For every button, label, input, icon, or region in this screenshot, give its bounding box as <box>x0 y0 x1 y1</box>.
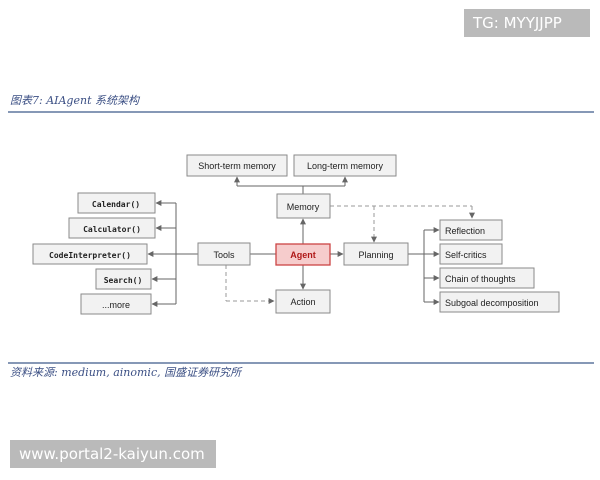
tool-calendar: Calendar() <box>77 192 156 214</box>
watermark-bottom: www.portal2-kaiyun.com <box>10 440 216 468</box>
figure-title: 图表7: AIAgent 系统架构 <box>10 94 141 107</box>
nodes: Short-term memory Long-term memory Memor… <box>32 154 560 315</box>
node-planning: Planning <box>343 242 409 266</box>
node-label: Planning <box>358 250 393 260</box>
plan-label: Subgoal decomposition <box>445 298 539 308</box>
tool-codeinterpreter: CodeInterpreter() <box>32 243 148 265</box>
tool-label: Calculator() <box>83 225 141 234</box>
plan-subgoal-decomposition: Subgoal decomposition <box>439 291 560 313</box>
node-long-term-memory: Long-term memory <box>293 154 397 177</box>
tool-search: Search() <box>95 268 152 290</box>
dashed-edges <box>225 205 475 304</box>
tool-calculator: Calculator() <box>68 217 156 239</box>
tool-label: Calendar() <box>92 200 140 209</box>
plan-chain-of-thoughts: Chain of thoughts <box>439 267 535 289</box>
node-agent: Agent <box>275 243 331 266</box>
plan-label: Reflection <box>445 226 485 236</box>
tool-label: ...more <box>102 300 130 310</box>
source-note: 资料来源: medium, ainomic, 国盛证券研究所 <box>10 366 243 379</box>
tool-label: CodeInterpreter() <box>49 251 131 260</box>
node-label: Action <box>290 297 315 307</box>
tool-more: ...more <box>80 293 152 315</box>
node-label: Memory <box>287 202 320 212</box>
watermark-top: TG: MYYJJPP <box>464 9 590 37</box>
tool-label: Search() <box>104 276 143 285</box>
node-action: Action <box>275 289 331 314</box>
node-short-term-memory: Short-term memory <box>186 154 288 177</box>
node-label: Tools <box>213 250 235 260</box>
node-label: Agent <box>290 250 316 260</box>
plan-reflection: Reflection <box>439 219 503 241</box>
plan-self-critics: Self-critics <box>439 243 503 265</box>
node-tools: Tools <box>197 242 251 266</box>
node-label: Long-term memory <box>307 161 384 171</box>
node-memory: Memory <box>276 193 331 219</box>
plan-label: Chain of thoughts <box>445 274 516 284</box>
plan-label: Self-critics <box>445 250 487 260</box>
node-label: Short-term memory <box>198 161 276 171</box>
edges <box>147 176 440 307</box>
